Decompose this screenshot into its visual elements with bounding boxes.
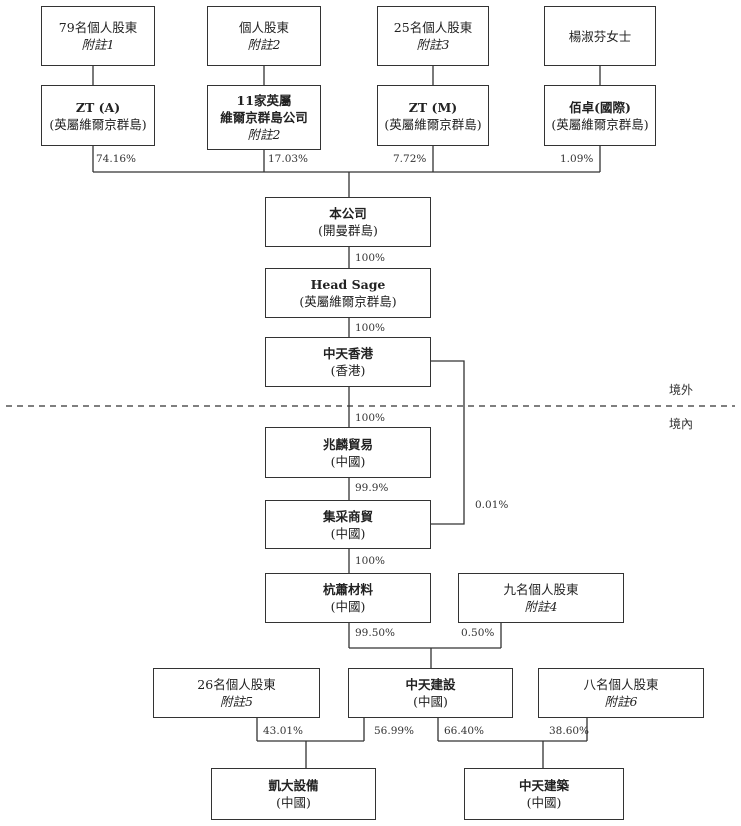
node-name: 79名個人股東 bbox=[58, 20, 138, 35]
pct-jicai-to-hangxiao: 100% bbox=[355, 555, 386, 567]
node-place: (英屬維爾京群島) bbox=[551, 116, 649, 132]
node-name: 八名個人股東 bbox=[583, 677, 659, 692]
zone-offshore-label: 境外 bbox=[669, 383, 694, 397]
shareholder-individual: 個人股東 附註2 bbox=[207, 6, 321, 66]
node-name: Head Sage bbox=[310, 277, 386, 292]
pct-baizhuo: 1.09% bbox=[560, 153, 594, 165]
node-name: ZT (A) bbox=[75, 99, 121, 115]
node-place: (中國) bbox=[276, 795, 311, 810]
pct-zhaolin-to-jicai: 99.9% bbox=[355, 482, 389, 494]
zthk-node: 中天香港 (香港) bbox=[265, 337, 431, 387]
headsage-node: Head Sage (英屬維爾京群島) bbox=[265, 268, 431, 318]
node-name: 個人股東 bbox=[238, 20, 289, 35]
node-place: (中國) bbox=[330, 453, 366, 469]
node-note: 附註6 bbox=[604, 694, 638, 709]
pct-s8-to-ztbuild: 38.60% bbox=[549, 725, 590, 737]
pct-headsage-to-zthk: 100% bbox=[355, 322, 386, 334]
pct-zthk-to-zhaolin: 100% bbox=[355, 412, 386, 424]
node-name: 本公司 bbox=[329, 206, 367, 221]
kaida-node: 凱大設備 (中國) bbox=[211, 768, 376, 820]
node-name: 26名個人股東 bbox=[197, 677, 276, 692]
node-name: 中天建築 bbox=[518, 778, 569, 793]
pct-zt-a: 74.16% bbox=[96, 153, 137, 165]
node-note: 附註1 bbox=[81, 37, 115, 52]
node-name: 杭蕭材料 bbox=[322, 582, 373, 597]
node-name: 凱大設備 bbox=[268, 778, 319, 793]
node-place: (中國) bbox=[330, 599, 366, 614]
zone-onshore-label: 境內 bbox=[669, 417, 694, 431]
pct-11-bvi: 17.03% bbox=[268, 153, 309, 165]
pct-company-to-headsage: 100% bbox=[355, 252, 386, 264]
pct-s26-to-kaida: 43.01% bbox=[263, 725, 304, 737]
node-note: 附註2 bbox=[247, 37, 281, 52]
node-name: 楊淑芬女士 bbox=[568, 28, 632, 44]
shareholder-25-individuals: 25名個人股東 附註3 bbox=[377, 6, 489, 66]
node-place: (香港) bbox=[330, 363, 366, 378]
node-place: (中國) bbox=[330, 525, 366, 541]
node-name-line1: 11家英屬 bbox=[236, 93, 292, 108]
holdco-baizhuo: 佰卓(國際) (英屬維爾京群島) bbox=[544, 85, 656, 146]
pct-zt-m: 7.72% bbox=[393, 153, 427, 165]
hangxiao-node: 杭蕭材料 (中國) bbox=[265, 573, 431, 623]
holdco-11-bvi-companies: 11家英屬 維爾京群島公司 附註2 bbox=[207, 85, 321, 150]
node-place: (英屬維爾京群島) bbox=[49, 116, 147, 132]
jicai-node: 集采商貿 (中國) bbox=[265, 500, 431, 549]
shareholder-79-individuals: 79名個人股東 附註1 bbox=[41, 6, 155, 66]
pct-zthk-to-jicai: 0.01% bbox=[475, 499, 509, 511]
node-name: 中天香港 bbox=[322, 346, 373, 361]
node-name-line2: 維爾京群島公司 bbox=[220, 110, 308, 125]
node-place: (英屬維爾京群島) bbox=[299, 294, 397, 309]
node-place: (開曼群島) bbox=[318, 223, 378, 238]
node-place: (中國) bbox=[413, 694, 448, 709]
node-note: 附註2 bbox=[247, 127, 281, 142]
pct-hangxiao-to-ztconst: 99.50% bbox=[355, 627, 396, 639]
node-name: 九名個人股東 bbox=[503, 582, 579, 597]
zhaolin-node: 兆麟貿易 (中國) bbox=[265, 427, 431, 478]
node-name: ZT (M) bbox=[408, 99, 458, 115]
node-note: 附註4 bbox=[524, 599, 558, 614]
node-note: 附註3 bbox=[416, 37, 450, 52]
node-name: 中天建設 bbox=[405, 677, 456, 692]
shareholder-26-individuals: 26名個人股東 附註5 bbox=[153, 668, 320, 718]
node-place: (英屬維爾京群島) bbox=[384, 116, 482, 132]
pct-s9-to-ztconst: 0.50% bbox=[461, 627, 495, 639]
pct-ztconst-to-kaida: 56.99% bbox=[374, 725, 415, 737]
company-node: 本公司 (開曼群島) bbox=[265, 197, 431, 247]
pct-ztconst-to-ztbuild: 66.40% bbox=[444, 725, 485, 737]
node-name: 集采商貿 bbox=[322, 508, 373, 524]
node-place: (中國) bbox=[526, 795, 562, 810]
ztconst-node: 中天建設 (中國) bbox=[348, 668, 513, 718]
ztbuild-node: 中天建築 (中國) bbox=[464, 768, 624, 820]
shareholder-8-individuals: 八名個人股東 附註6 bbox=[538, 668, 704, 718]
shareholder-9-individuals: 九名個人股東 附註4 bbox=[458, 573, 624, 623]
holdco-zt-m: ZT (M) (英屬維爾京群島) bbox=[377, 85, 489, 146]
shareholder-ms-yang: 楊淑芬女士 bbox=[544, 6, 656, 66]
holdco-zt-a: ZT (A) (英屬維爾京群島) bbox=[41, 85, 155, 146]
node-name: 25名個人股東 bbox=[393, 20, 473, 35]
node-note: 附註5 bbox=[220, 694, 253, 709]
node-name: 兆麟貿易 bbox=[322, 436, 373, 452]
node-name: 佰卓(國際) bbox=[569, 99, 631, 115]
